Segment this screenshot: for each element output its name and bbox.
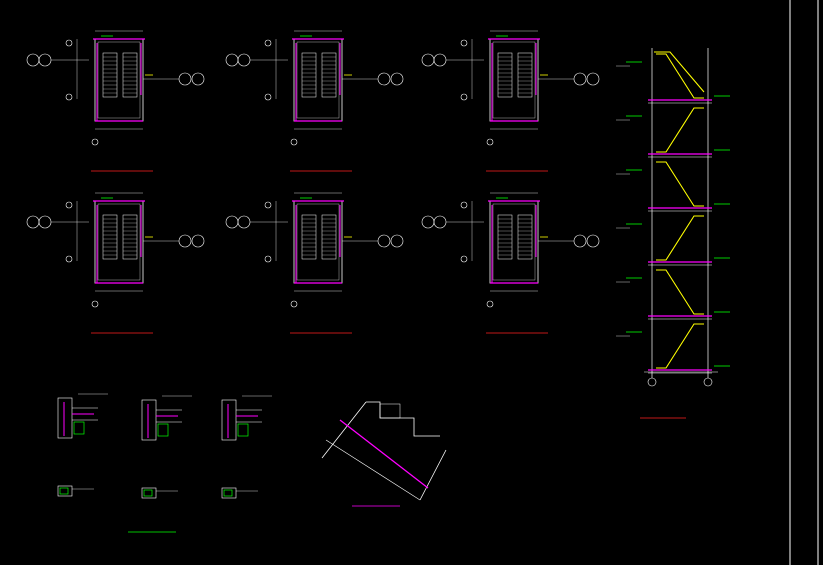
axis-bubble: [460, 255, 468, 263]
axis-bubble: [264, 39, 272, 47]
detail-green-block: [157, 423, 169, 437]
joint-detail-1: [57, 393, 108, 497]
axis-bubble: [290, 300, 298, 308]
detail-mini-section: [221, 487, 237, 499]
plan-inner-wall: [492, 203, 536, 281]
detail-mini-section: [141, 487, 157, 499]
section-flight: [656, 107, 704, 153]
slab-rebar-main: [339, 419, 429, 489]
plan-flight-right: [517, 214, 533, 260]
detail-mini-green: [143, 489, 153, 497]
axis-bubble: [264, 93, 272, 101]
section-cut-symbol-right: [191, 234, 205, 248]
axis-bubble: [460, 39, 468, 47]
detail-column: [221, 399, 237, 441]
plan-flight-left: [301, 214, 317, 260]
plan-inner-wall: [97, 41, 141, 119]
axis-bubble: [460, 201, 468, 209]
section-flight: [654, 51, 705, 93]
section-cut-symbol-right: [586, 72, 600, 86]
axis-bubble: [460, 93, 468, 101]
axis-bubble: [65, 39, 73, 47]
stair-plan-views: [26, 30, 600, 334]
section-cut-symbol-right: [191, 72, 205, 86]
joint-detail-2: [141, 395, 192, 499]
plan-flight-right: [321, 214, 337, 260]
stair-plan-5: [225, 192, 404, 334]
section-flight: [656, 53, 704, 99]
section-cut-symbol-right: [390, 72, 404, 86]
section-axis-bubble: [647, 377, 657, 387]
section-flight: [656, 269, 704, 315]
plan-flight-left: [102, 52, 118, 98]
axis-bubble: [290, 138, 298, 146]
stair-section-view: [616, 48, 730, 419]
detail-mini-green: [59, 487, 69, 495]
stair-slab-detail: [321, 401, 447, 507]
section-cut-symbol-right: [586, 234, 600, 248]
plan-flight-left: [497, 214, 513, 260]
axis-bubble: [264, 201, 272, 209]
plan-flight-right: [517, 52, 533, 98]
detail-column: [141, 399, 157, 441]
plan-inner-wall: [296, 203, 340, 281]
plan-inner-wall: [97, 203, 141, 281]
plan-inner-wall: [296, 41, 340, 119]
stair-plan-6: [421, 192, 600, 334]
detail-column: [57, 397, 73, 439]
plan-inner-wall: [492, 41, 536, 119]
plan-flight-left: [497, 52, 513, 98]
axis-bubble: [486, 300, 494, 308]
detail-mini-section: [57, 485, 73, 497]
axis-bubble: [65, 201, 73, 209]
plan-flight-right: [321, 52, 337, 98]
section-flight: [656, 215, 704, 261]
section-flight: [656, 161, 704, 207]
axis-bubble: [91, 300, 99, 308]
slab-bottom-edge: [419, 449, 447, 501]
axis-bubble: [91, 138, 99, 146]
detail-green-block: [73, 421, 85, 435]
section-cut-symbol-right: [390, 234, 404, 248]
axis-bubble: [264, 255, 272, 263]
stair-plan-1: [26, 30, 205, 172]
stair-plan-4: [26, 192, 205, 334]
axis-bubble: [65, 93, 73, 101]
slab-top-edge: [321, 401, 367, 459]
plan-flight-left: [301, 52, 317, 98]
joint-detail-3: [221, 395, 272, 499]
detail-green-block: [237, 423, 249, 437]
plan-flight-right: [122, 214, 138, 260]
slab-landing-block: [379, 403, 401, 419]
joint-detail-views: [57, 393, 272, 533]
slab-soffit-line: [325, 439, 421, 501]
stair-plan-3: [421, 30, 600, 172]
detail-mini-green: [223, 489, 233, 497]
plan-flight-left: [102, 214, 118, 260]
axis-bubble: [65, 255, 73, 263]
stair-plan-2: [225, 30, 404, 172]
axis-bubble: [486, 138, 494, 146]
section-flight: [656, 323, 704, 369]
plan-flight-right: [122, 52, 138, 98]
section-axis-bubble: [703, 377, 713, 387]
